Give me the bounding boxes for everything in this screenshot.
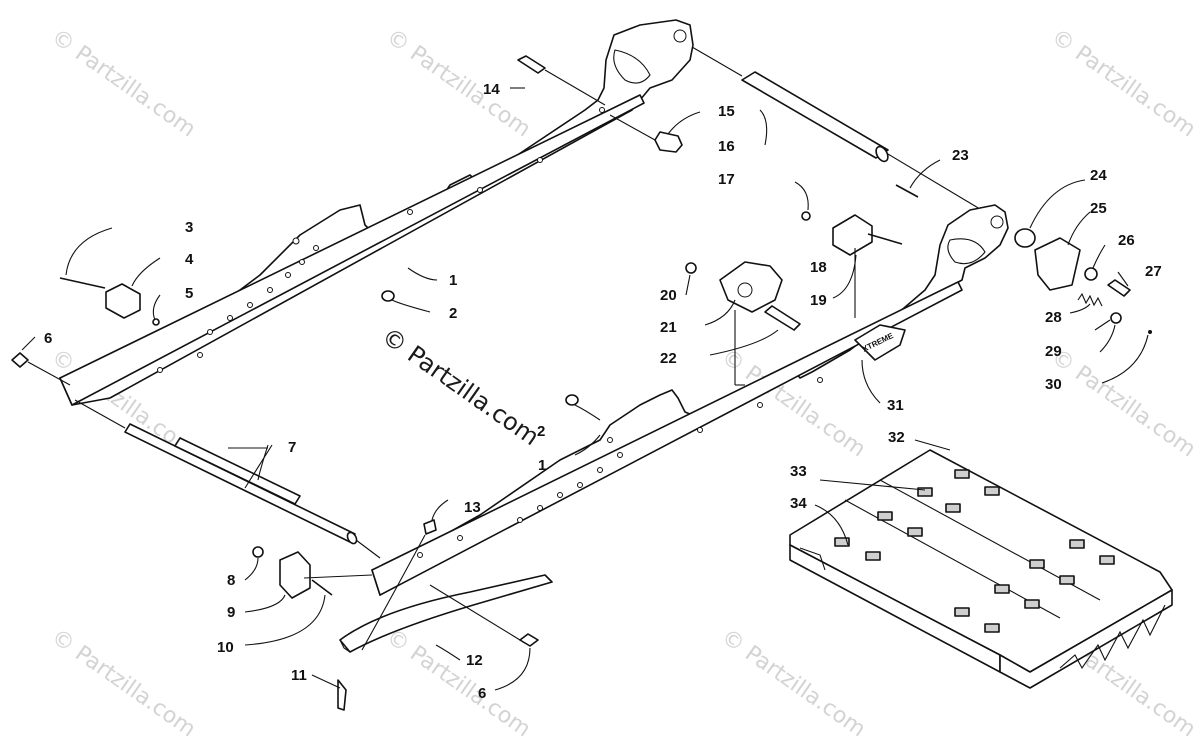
watermark: © Partzilla.com	[1047, 344, 1200, 462]
callout-19: 19	[810, 292, 827, 309]
callout-6-left: 6	[44, 330, 52, 347]
watermark: © Partzilla.com	[47, 24, 200, 142]
callout-labels: 1 1 2 2 3 4 5 6 6 7 8 9 10 11 12 13 14 1…	[44, 81, 1162, 702]
callout-6-bottom: 6	[478, 685, 486, 702]
callout-4: 4	[185, 251, 194, 268]
callout-10: 10	[217, 639, 234, 656]
callout-12: 12	[466, 652, 483, 669]
center-watermark: © Partzilla.com	[377, 322, 545, 451]
watermark: © Partzilla.com	[717, 624, 870, 742]
callout-27: 27	[1145, 263, 1162, 280]
track-clips	[834, 469, 1115, 633]
front-axle-shaft	[74, 399, 381, 559]
callout-25: 25	[1090, 200, 1107, 217]
callout-24: 24	[1090, 167, 1107, 184]
watermark: © Partzilla.com	[47, 624, 200, 742]
callout-1-lower: 1	[538, 457, 546, 474]
rail-upper	[59, 19, 694, 406]
callout-26: 26	[1118, 232, 1135, 249]
watermark: © Partzilla.com	[382, 24, 535, 142]
callout-14: 14	[483, 81, 500, 98]
callout-5: 5	[185, 285, 193, 302]
track	[789, 449, 1173, 689]
wear-slide	[339, 574, 553, 653]
callout-16: 16	[718, 138, 735, 155]
callout-18: 18	[810, 259, 827, 276]
rail-lower	[371, 204, 1009, 596]
leader-lines	[21, 87, 1149, 691]
callout-31: 31	[887, 397, 904, 414]
callout-34: 34	[790, 495, 807, 512]
callout-20: 20	[660, 287, 677, 304]
small-parts	[11, 55, 1152, 711]
callout-33: 33	[790, 463, 807, 480]
callout-21: 21	[660, 319, 677, 336]
callout-15: 15	[718, 103, 735, 120]
callout-32: 32	[888, 429, 905, 446]
callout-9: 9	[227, 604, 235, 621]
callout-29: 29	[1045, 343, 1062, 360]
callout-2-upper: 2	[449, 305, 457, 322]
watermark: © Partzilla.com	[382, 624, 535, 742]
watermark: © Partzilla.com	[1047, 24, 1200, 142]
callout-30: 30	[1045, 376, 1062, 393]
callout-3: 3	[185, 219, 193, 236]
callout-2-lower: 2	[537, 423, 545, 440]
callout-17: 17	[718, 171, 735, 188]
callout-22: 22	[660, 350, 677, 367]
callout-28: 28	[1045, 309, 1062, 326]
callout-13: 13	[464, 499, 481, 516]
callout-11: 11	[291, 667, 307, 684]
rear-axle-shaft	[679, 39, 991, 216]
slide-rail: XTREME	[854, 324, 906, 361]
callout-23: 23	[952, 147, 969, 164]
callout-7: 7	[288, 439, 296, 456]
callout-8: 8	[227, 572, 235, 589]
callout-1-upper: 1	[449, 272, 457, 289]
